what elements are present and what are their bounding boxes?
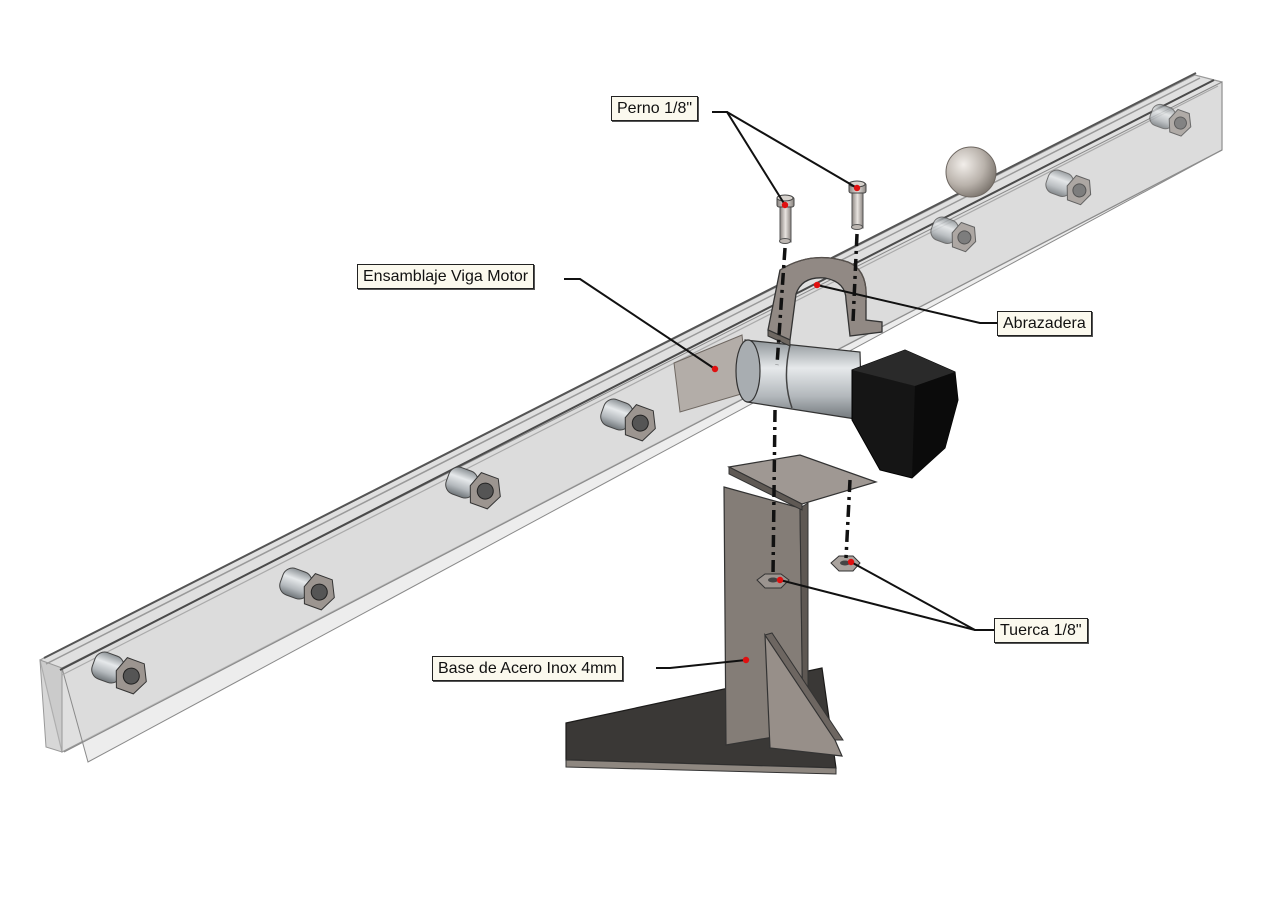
roller-fitting-7 [1149, 103, 1192, 137]
leader-anchor-dots [711, 184, 861, 664]
roller-fitting-2 [279, 567, 335, 611]
motor-assembly [735, 339, 959, 479]
roller-fitting-6 [1045, 169, 1092, 206]
steel-ball [945, 146, 997, 198]
roller-fitting-4 [600, 398, 656, 442]
callout-tuerca: Tuerca 1/8" [994, 618, 1088, 643]
leader-lines [564, 111, 998, 669]
roller-fitting-5 [930, 216, 977, 253]
assembly-axis-lines [771, 233, 859, 577]
callout-ensamblaje-viga-motor: Ensamblaje Viga Motor [357, 264, 535, 289]
callout-perno: Perno 1/8" [611, 96, 699, 121]
steel-base [565, 454, 878, 775]
callout-abrazadera: Abrazadera [997, 311, 1092, 336]
callout-base-acero-inox: Base de Acero Inox 4mm [432, 656, 623, 681]
roller-fitting-1 [91, 651, 147, 695]
roller-fitting-3 [445, 466, 501, 510]
